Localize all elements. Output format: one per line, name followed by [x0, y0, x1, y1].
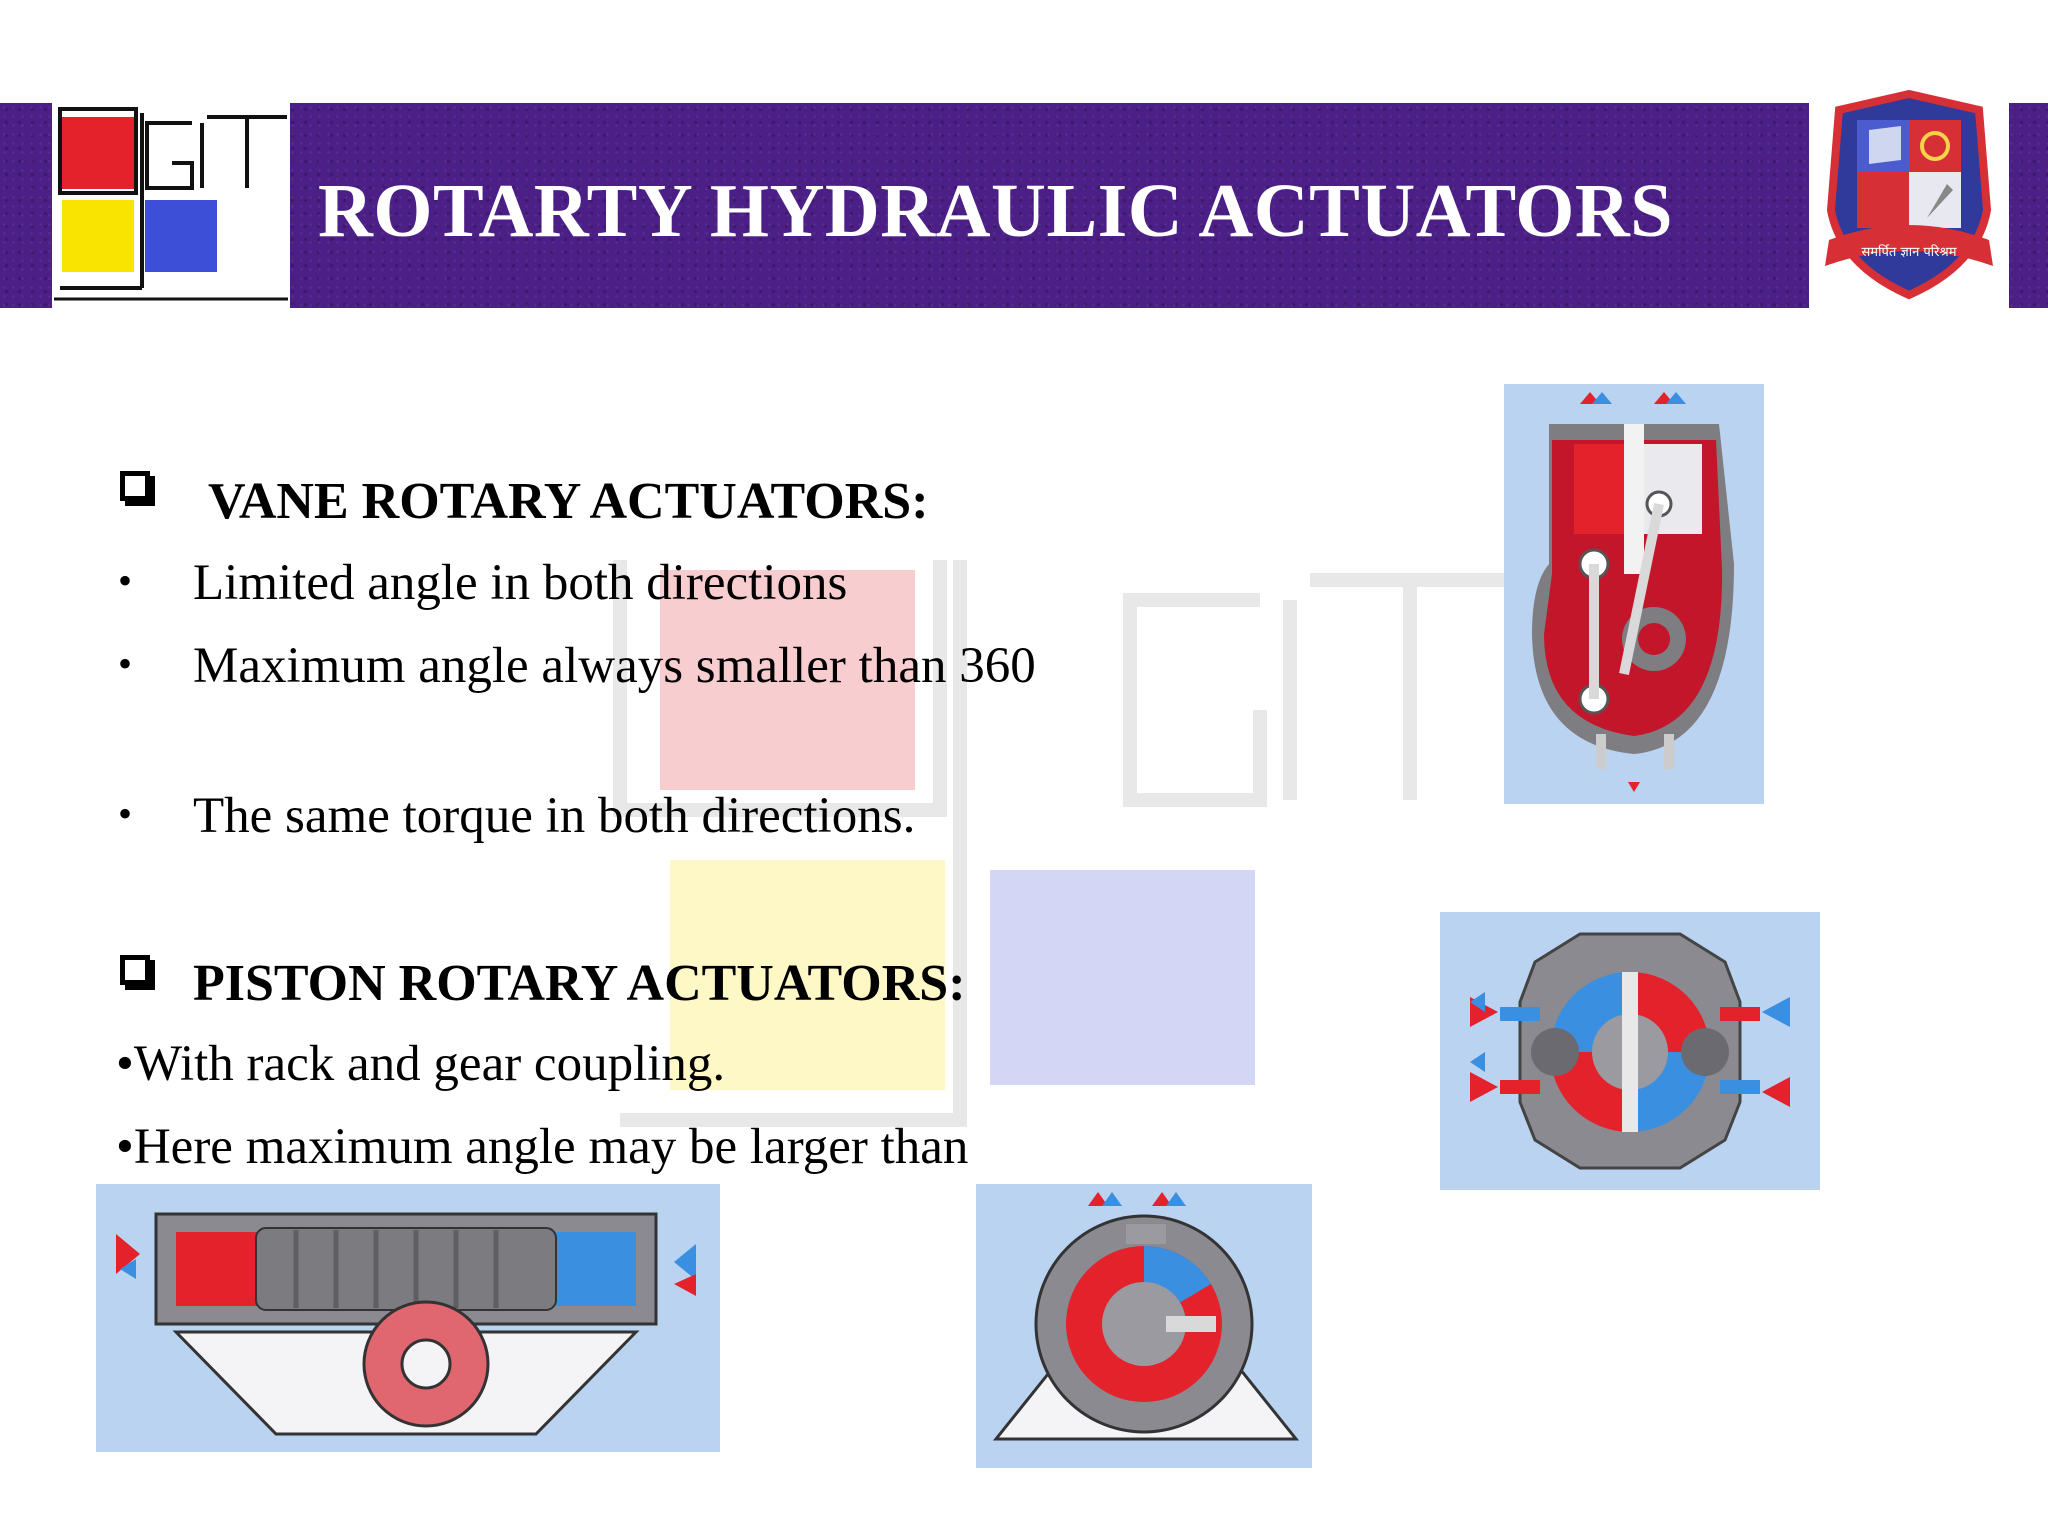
checkbox-bullet-icon — [120, 955, 150, 985]
section-heading-vane: VANE ROTARY ACTUATORS: — [208, 473, 929, 530]
svg-text:समर्पित ज्ञान परिश्रम: समर्पित ज्ञान परिश्रम — [1862, 244, 1957, 260]
list-item: •With rack and gear coupling. — [116, 1036, 726, 1092]
gtu-emblem-icon: समर्पित ज्ञान परिश्रम — [1825, 89, 1993, 300]
list-item: •Here maximum angle may be larger than — [116, 1119, 969, 1175]
checkbox-bullet-icon — [120, 471, 150, 501]
list-item: The same torque in both directions. — [193, 788, 916, 844]
rack-gear-actuator-figure — [96, 1184, 720, 1452]
single-vane-actuator-figure — [976, 1184, 1312, 1468]
bullet-dot: • — [118, 558, 133, 603]
slide-title: ROTARTY HYDRAULIC ACTUATORS — [318, 169, 1674, 253]
svg-text:GIT: GIT — [172, 302, 176, 304]
section-heading-piston: PISTON ROTARY ACTUATORS: — [193, 955, 966, 1012]
bullet-dot: • — [118, 791, 133, 836]
git-watermark — [613, 560, 1510, 1127]
git-logo: GIT — [52, 103, 290, 308]
gtu-emblem: समर्पित ज्ञान परिश्रम — [1809, 89, 2009, 308]
list-item: Limited angle in both directions — [193, 555, 848, 611]
bullet-dot: • — [118, 641, 133, 686]
list-item: Maximum angle always smaller than 360 — [193, 638, 1036, 694]
double-vane-actuator-figure — [1440, 912, 1820, 1190]
vane-actuator-figure — [1504, 384, 1764, 804]
header-banner — [0, 103, 2048, 308]
git-logo-icon: GIT — [54, 107, 288, 304]
